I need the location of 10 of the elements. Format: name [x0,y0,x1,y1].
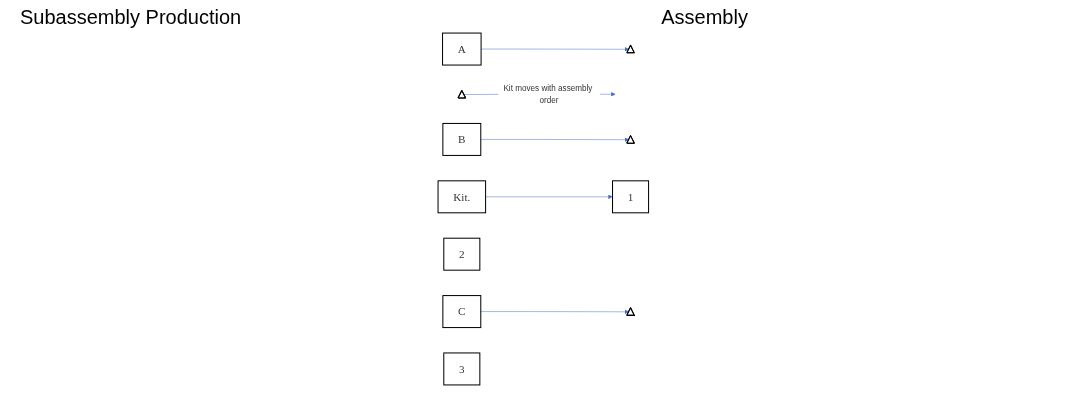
node-box: A [442,32,482,66]
section-heading: Assembly [661,6,748,29]
node-box: 2 [443,237,481,271]
section-heading: Subassembly Production [20,6,242,29]
node-box: C [442,295,482,329]
node-box: B [442,122,482,156]
node-box: 1 [612,180,650,214]
node-box: 3 [443,352,481,386]
edge-label: Kit moves with assembly order [503,83,593,105]
node-box: Kit. [437,180,487,214]
